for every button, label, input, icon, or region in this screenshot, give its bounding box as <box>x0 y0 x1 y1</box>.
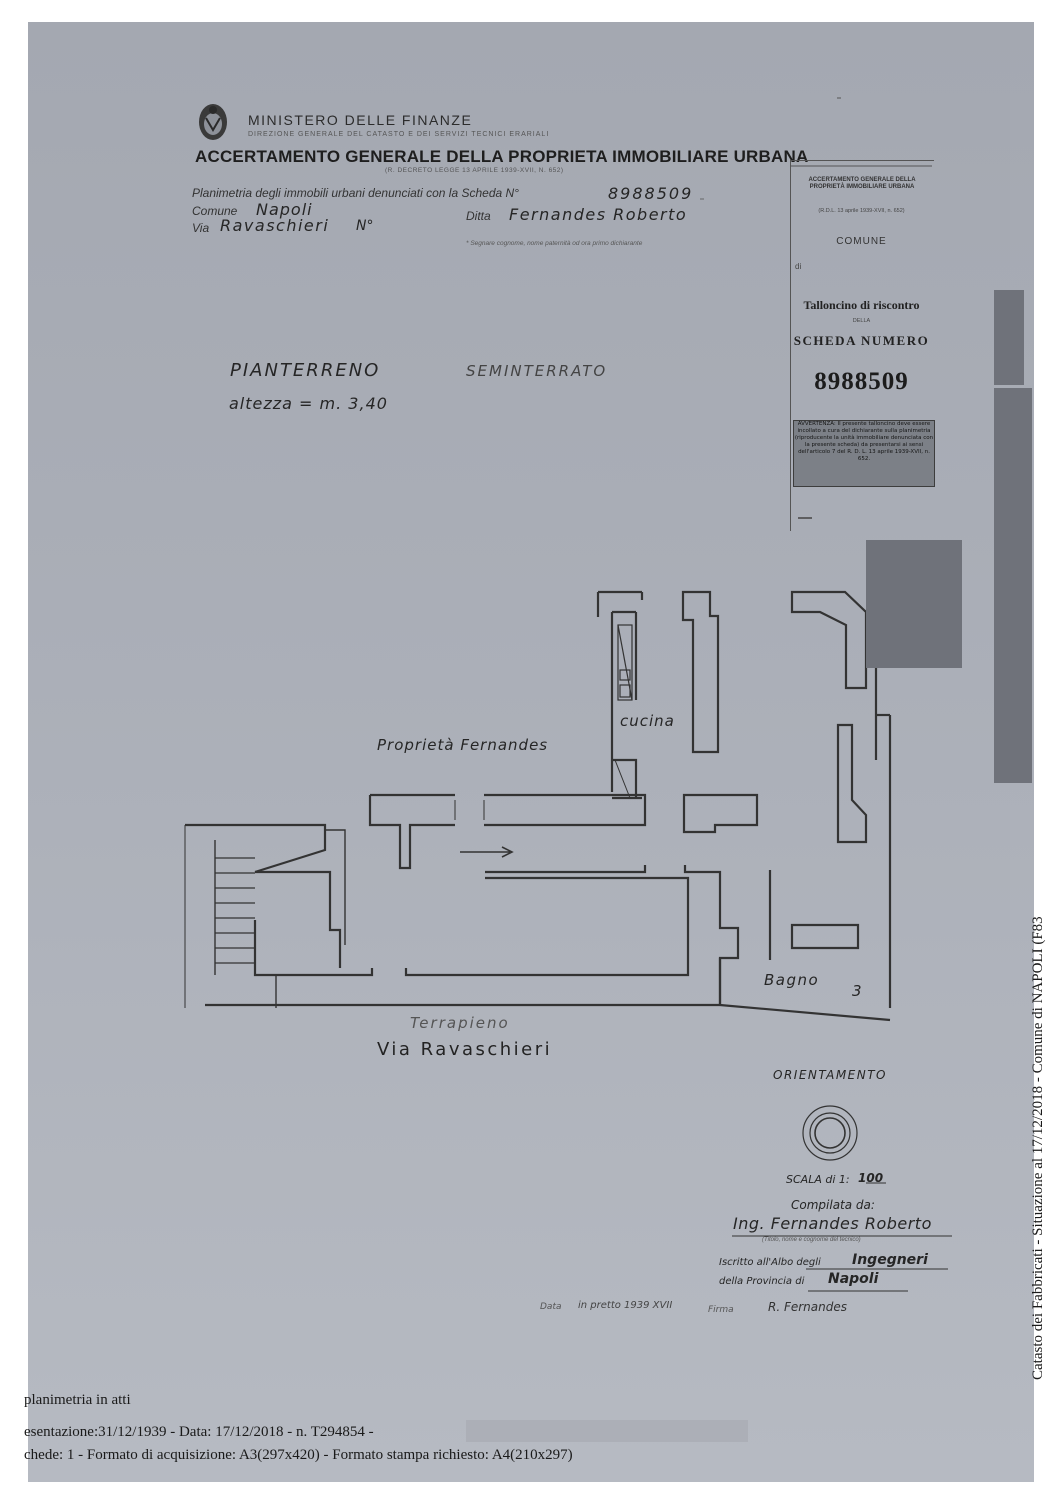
kitchen-label: cucina <box>620 712 675 730</box>
ditta-value: Fernandes Roberto <box>509 205 688 224</box>
redaction-block <box>866 540 962 668</box>
comune-label: Comune <box>192 204 238 218</box>
scale-label: SCALA di 1: <box>786 1173 850 1186</box>
via-label: Via <box>192 221 210 235</box>
talloncino-scheda-label: SCHEDA NUMERO <box>793 333 930 348</box>
talloncino-heading: ACCERTAMENTO GENERALE DELLA PROPRIETÀ IM… <box>808 177 916 190</box>
side-stamp: Catasto dei Fabbricati - Situazione al 1… <box>1030 916 1046 1380</box>
footer-line-1: planimetria in atti <box>24 1392 131 1408</box>
talloncino-comune: COMUNE <box>836 236 887 247</box>
street-label: Via Ravaschieri <box>377 1039 553 1060</box>
redaction-block <box>994 290 1024 385</box>
data-value: in pretto 1939 XVII <box>578 1300 673 1311</box>
scheda-value: 8988509 <box>608 184 694 203</box>
redaction-block <box>994 388 1032 783</box>
redaction-block <box>466 1420 748 1442</box>
floor-plan <box>184 590 892 1022</box>
avvertenza-text: AVVERTENZA: Il presente talloncino deve … <box>794 421 934 462</box>
numero-label: N° <box>356 218 374 234</box>
talloncino-della: DELLA <box>852 318 871 324</box>
iscritto-value: Ingegneri <box>852 1252 928 1268</box>
comune-value: Napoli <box>256 200 313 219</box>
ditta-note: * Segnare cognome, nome paternità od ora… <box>466 240 643 247</box>
scale-value: 100 <box>858 1171 884 1185</box>
talloncino-scheda-number: 8988509 <box>814 368 909 395</box>
ditta-label: Ditta <box>466 209 491 223</box>
floor-name-2: SEMINTERRATO <box>466 362 608 380</box>
talloncino-di: di <box>795 262 802 271</box>
orientation-label: ORIENTAMENTO <box>773 1068 888 1082</box>
neighbor-label: Proprietà Fernandes <box>377 736 549 754</box>
firma-value: R. Fernandes <box>768 1300 848 1314</box>
provincia-label: della Provincia di <box>719 1276 805 1287</box>
direzione-text: DIREZIONE GENERALE DEL CATASTO E DEI SER… <box>248 131 550 138</box>
ministry-name: MINISTERO DELLE FINANZE <box>248 112 473 128</box>
compilata-value: Ing. Fernandes Roberto <box>733 1214 932 1233</box>
compilata-note: (Titolo, nome e cognome del tecnico) <box>762 1237 861 1243</box>
bath-label: Bagno <box>764 971 820 989</box>
footer-line-3: chede: 1 - Formato di acquisizione: A3(2… <box>24 1447 573 1463</box>
planimetria-label: Planimetria degli immobili urbani denunc… <box>192 186 519 200</box>
kitchen-fixtures <box>614 624 633 799</box>
footer-line-2: esentazione:31/12/1939 - Data: 17/12/201… <box>24 1424 374 1440</box>
talloncino-decreto: (R.D.L. 13 aprile 1939-XVII, n. 652) <box>818 208 905 214</box>
floor-height: altezza = m. 3,40 <box>229 394 388 413</box>
via-value: Ravaschieri <box>220 216 330 235</box>
compass-rose-icon <box>802 1105 858 1161</box>
talloncino-title: Talloncino di riscontro <box>803 298 920 312</box>
firma-label: Firma <box>708 1305 734 1315</box>
bath-number: 3 <box>852 982 862 1000</box>
data-label: Data <box>540 1302 562 1312</box>
state-emblem-icon <box>199 104 227 140</box>
document-title: ACCERTAMENTO GENERALE DELLA PROPRIETA IM… <box>195 147 809 166</box>
decreto-text: (R. DECRETO LEGGE 13 APRILE 1939-XVII, N… <box>385 167 564 174</box>
floor-name: PIANTERRENO <box>230 360 381 381</box>
compilata-label: Compilata da: <box>791 1198 875 1212</box>
terrapieno-label: Terrapieno <box>410 1014 510 1032</box>
talloncino-box <box>790 160 934 531</box>
scanned-sheet <box>28 22 1034 1482</box>
provincia-value: Napoli <box>828 1271 879 1287</box>
iscritto-label: Iscritto all'Albo degli <box>719 1257 821 1268</box>
avvertenza-box: AVVERTENZA: Il presente talloncino deve … <box>793 420 935 487</box>
